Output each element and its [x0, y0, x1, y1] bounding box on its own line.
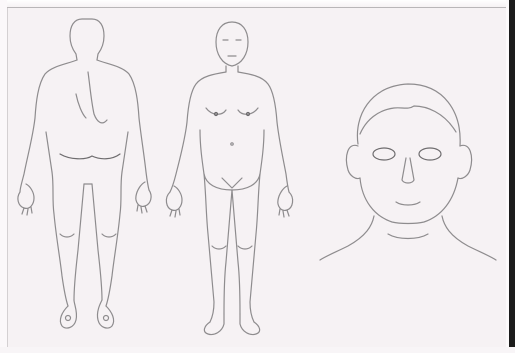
- body-front-icon: [156, 18, 306, 336]
- scan-edge-right: [509, 0, 515, 353]
- scan-edge-bottom: [0, 347, 515, 353]
- scan-line-top: [0, 7, 515, 8]
- scan-edge-top: [0, 0, 515, 7]
- scan-edge-left: [0, 0, 7, 353]
- head-front-icon: [318, 76, 498, 272]
- scan-line-left: [7, 8, 8, 353]
- body-back-icon: [12, 14, 162, 336]
